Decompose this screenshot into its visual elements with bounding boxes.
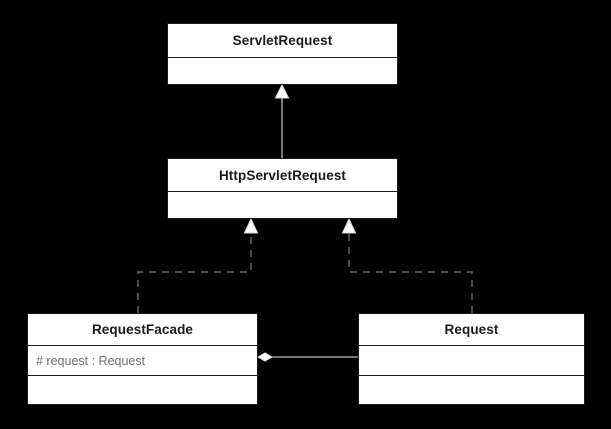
class-box-request-facade[interactable]: RequestFacade # request : Request bbox=[27, 313, 258, 405]
class-methods-request bbox=[359, 375, 584, 404]
aggregation-facade-request bbox=[256, 352, 358, 362]
class-title-servlet-request: ServletRequest bbox=[232, 33, 333, 48]
class-members-servlet-request bbox=[168, 57, 397, 84]
class-box-http-servlet-request[interactable]: HttpServletRequest bbox=[167, 158, 398, 219]
realization-facade-to-http bbox=[137, 217, 259, 313]
class-members-http-servlet-request bbox=[168, 191, 397, 218]
class-attributes-request bbox=[359, 345, 584, 375]
class-title-request: Request bbox=[444, 322, 499, 337]
class-attribute-request: # request : Request bbox=[28, 345, 257, 375]
realization-request-to-http bbox=[341, 217, 473, 313]
class-methods-request-facade bbox=[28, 375, 257, 404]
class-title-request-facade: RequestFacade bbox=[91, 322, 194, 337]
class-box-request[interactable]: Request bbox=[358, 313, 585, 405]
generalization-http-to-servlet bbox=[274, 83, 290, 158]
class-box-servlet-request[interactable]: ServletRequest bbox=[167, 23, 398, 85]
class-title-http-servlet-request: HttpServletRequest bbox=[218, 167, 347, 183]
